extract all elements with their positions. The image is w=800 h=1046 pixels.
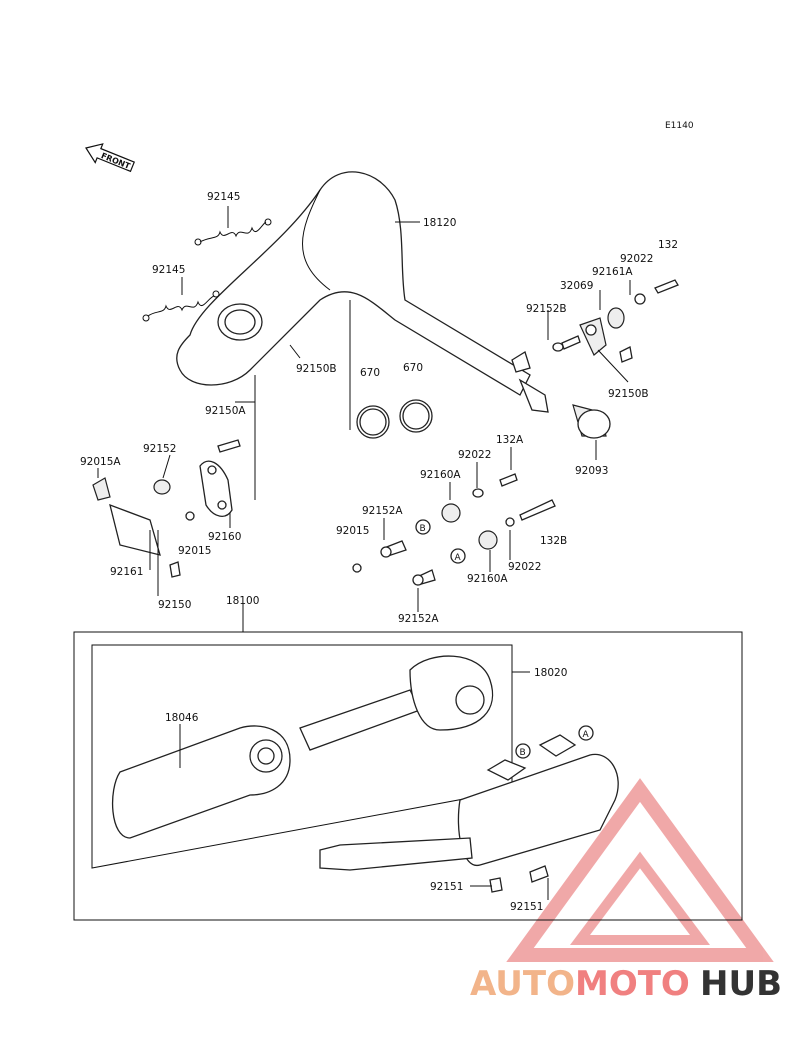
callout-18020: 18020 [534,667,567,679]
ref-marker-a1: A [450,548,466,564]
callout-92151-right: 92151 [510,901,543,913]
watermark-part3: HUB [700,964,782,1004]
leader-lines [97,206,631,900]
watermark-text: AUTO MOTO HUB [470,964,782,1004]
callout-92152a-bottom: 92152A [398,613,439,625]
ref-marker-a2: A [578,725,594,741]
callout-32069: 32069 [560,280,593,292]
ref-marker-b1: B [415,519,431,535]
callout-92152b: 92152B [526,303,567,315]
packing-18046 [111,725,291,839]
muffler-assembly-frame [73,631,743,921]
callout-132a: 132A [496,434,524,446]
callout-18120: 18120 [423,217,456,229]
bracket-group-left [92,439,241,578]
hardware-group-middle [352,473,556,586]
callout-92152a-top: 92152A [362,505,403,517]
callout-92150b-left: 92150B [296,363,337,375]
exhaust-pipe-18120 [176,171,549,413]
callout-92022-top: 92022 [620,253,653,265]
sleeve-92093 [572,404,611,439]
watermark-part2: MOTO [575,964,690,1004]
callout-92015a: 92015A [80,456,121,468]
callout-92160: 92160 [208,531,241,543]
callout-92093: 92093 [575,465,608,477]
callout-92145-bottom: 92145 [152,264,185,276]
svg-text:B: B [520,748,526,758]
callout-670-a: 670 [360,367,380,379]
watermark-part1: AUTO [470,964,575,1004]
callout-132b: 132B [540,535,567,547]
bracket-group-right [552,279,679,363]
callout-92022-bottom: 92022 [508,561,541,573]
svg-text:B: B [420,524,426,534]
front-arrow-icon: FRONT [85,143,136,173]
callout-92161a: 92161A [592,266,633,278]
callout-18100: 18100 [226,595,259,607]
callout-670-b: 670 [403,362,423,374]
ref-marker-b2: B [515,743,531,759]
spring-92145-bottom [142,290,220,322]
callout-92145-top: 92145 [207,191,240,203]
watermark-logo-icon [506,778,774,962]
silencer-core-18020 [299,655,494,751]
callout-92015-mid: 92015 [336,525,369,537]
callout-92022-mid: 92022 [458,449,491,461]
svg-text:A: A [455,553,462,563]
callout-92150: 92150 [158,599,191,611]
callout-92150b-right: 92150B [608,388,649,400]
callout-92151-left: 92151 [430,881,463,893]
callout-92152: 92152 [143,443,176,455]
muffler-body [319,734,619,893]
svg-text:A: A [583,730,590,740]
diagram-code: E1140 [665,121,694,131]
callout-92161: 92161 [110,566,143,578]
callout-92015-left: 92015 [178,545,211,557]
spring-92145-top [194,218,272,246]
callout-18046: 18046 [165,712,199,724]
callout-92150a: 92150A [205,405,246,417]
callout-92160a-bottom: 92160A [467,573,508,585]
callout-132: 132 [658,239,678,251]
callout-92160a-top: 92160A [420,469,461,481]
